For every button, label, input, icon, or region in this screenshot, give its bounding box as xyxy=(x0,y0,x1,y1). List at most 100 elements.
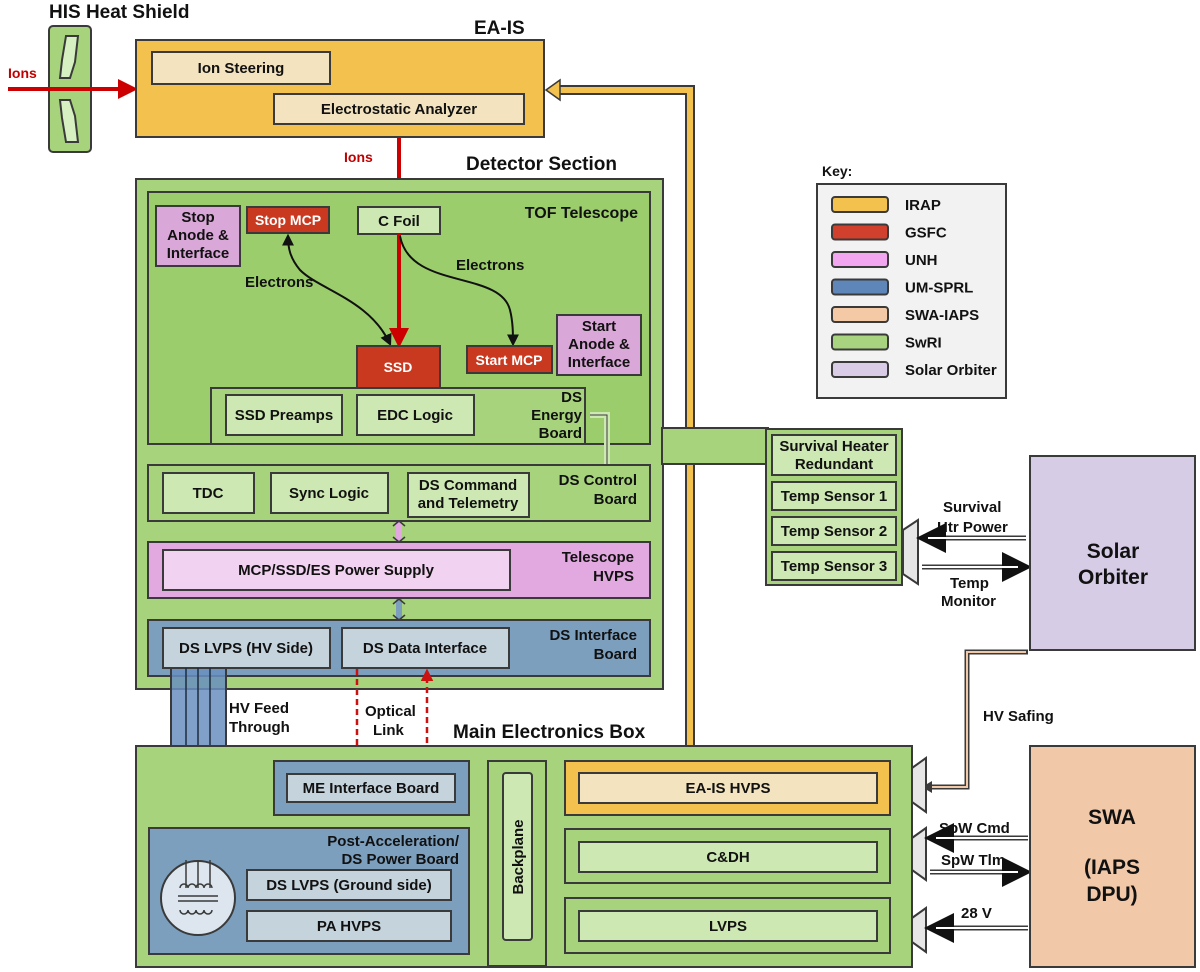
key-swatch-gsfc xyxy=(831,223,889,241)
survival-htr-power-line1: Survival xyxy=(943,499,1001,516)
backplane-label: Backplane xyxy=(510,819,527,894)
start-anode-line3: Interface xyxy=(568,354,631,371)
optical-link-line1: Optical xyxy=(365,703,416,720)
key-label-irap: IRAP xyxy=(905,197,941,214)
pa-hvps-box xyxy=(246,910,452,942)
solar-orbiter-box xyxy=(1029,455,1196,651)
survival-htr-power-line2: Htr Power xyxy=(937,519,1008,536)
start-anode-line1: Start xyxy=(582,318,616,335)
ds-control-board-line1: DS Control xyxy=(559,472,637,489)
ds-energy-board-line1: DS xyxy=(561,389,582,406)
ds-command-line2: and Telemetry xyxy=(418,495,519,512)
electrons-path-right xyxy=(399,235,519,347)
start-anode-line2: Anode & xyxy=(568,336,630,353)
telescope-hvps-line1: Telescope xyxy=(562,549,634,566)
ds-lvps-hv-label: DS LVPS (HV Side) xyxy=(179,640,313,657)
ions-label-down: Ions xyxy=(344,149,373,165)
stop-anode-line1: Stop xyxy=(181,209,214,226)
stop-mcp-box xyxy=(246,206,330,234)
power-supply-box xyxy=(162,549,511,591)
ds-lvps-ground-box xyxy=(246,869,452,901)
pa-hvps-label: PA HVPS xyxy=(317,918,381,935)
temp-sensor-2-label: Temp Sensor 2 xyxy=(781,523,887,540)
ds-lvps-ground-label: DS LVPS (Ground side) xyxy=(266,877,432,894)
swa-line2: (IAPS xyxy=(1084,856,1140,879)
me-interface-board-label: ME Interface Board xyxy=(303,780,440,797)
power-supply-label: MCP/SSD/ES Power Supply xyxy=(238,562,435,579)
survival-heater-box xyxy=(771,434,897,476)
ea-is-title: EA-IS xyxy=(474,18,525,39)
hv-feed-through-line1: HV Feed xyxy=(229,700,289,717)
ds-interface-board-line1: DS Interface xyxy=(549,627,637,644)
key-swatch-irap xyxy=(831,196,889,213)
tdc-label: TDC xyxy=(193,485,224,502)
survival-heater-line1: Survival Heater xyxy=(779,438,888,455)
key-swatch-swa-iaps xyxy=(831,306,889,323)
main-electronics-box-title: Main Electronics Box xyxy=(453,722,646,743)
ssd-preamps-label: SSD Preamps xyxy=(235,407,333,424)
ds-data-interface-box xyxy=(341,627,510,669)
electrons-label-left: Electrons xyxy=(245,274,313,291)
ssd-preamps-box xyxy=(225,394,343,436)
ds-command-box xyxy=(407,472,530,518)
sync-logic-box xyxy=(270,472,389,514)
telescope-hvps-line2: HVPS xyxy=(593,568,634,585)
key-label-swri: SwRI xyxy=(905,335,942,352)
electrons-path-left xyxy=(282,233,392,347)
survival-connector-plug xyxy=(902,518,919,586)
detector-to-survival-connector xyxy=(661,427,769,465)
key-swatch-solar-orbiter xyxy=(831,361,889,378)
ion-steering-label: Ion Steering xyxy=(198,60,285,77)
temp-monitor-line2: Monitor xyxy=(941,593,996,610)
ions-label-left: Ions xyxy=(8,65,37,81)
stop-anode-box xyxy=(155,205,241,267)
ds-interface-board-line2: Board xyxy=(594,646,637,663)
electrostatic-analyzer-label: Electrostatic Analyzer xyxy=(321,101,477,118)
survival-heater-line2: Redundant xyxy=(795,456,873,473)
swa-box xyxy=(1029,745,1196,968)
key-label-unh: UNH xyxy=(905,252,938,269)
hv-feed-through-line2: Through xyxy=(229,719,290,736)
key-swatch-unh xyxy=(831,251,889,268)
temp-sensor-1-box xyxy=(771,481,897,511)
optical-link-line2: Link xyxy=(373,722,404,739)
backplane-box xyxy=(502,772,533,941)
edc-logic-box xyxy=(356,394,475,436)
tdc-box xyxy=(162,472,255,514)
key-label-swa-iaps: SWA-IAPS xyxy=(905,307,979,324)
power-connector xyxy=(911,906,927,954)
detector-section-title: Detector Section xyxy=(466,154,617,175)
key-swatch-um-sprl xyxy=(831,278,889,296)
temp-sensor-1-label: Temp Sensor 1 xyxy=(781,488,887,505)
spw-cmd-label: SpW Cmd xyxy=(939,820,1010,837)
ds-lvps-hv-box xyxy=(162,627,331,669)
post-accel-line2: DS Power Board xyxy=(341,851,459,868)
key-label-solar-orbiter: Solar Orbiter xyxy=(905,362,997,379)
electrons-label-right: Electrons xyxy=(456,257,524,274)
transformer-coil-icon xyxy=(178,860,218,915)
edc-logic-label: EDC Logic xyxy=(377,407,453,424)
key-swatch-swri xyxy=(831,333,889,351)
ion-steering-box xyxy=(151,51,331,85)
swa-line3: DPU) xyxy=(1086,883,1137,906)
stop-anode-line3: Interface xyxy=(167,245,230,262)
hv-safing-label: HV Safing xyxy=(983,708,1054,725)
lvps-box xyxy=(578,910,878,942)
stop-mcp-label: Stop MCP xyxy=(255,212,321,228)
start-mcp-label: Start MCP xyxy=(476,352,543,368)
power-28v-label: 28 V xyxy=(961,905,992,922)
tof-telescope-label: TOF Telescope xyxy=(525,205,638,222)
c-foil-label: C Foil xyxy=(378,213,420,230)
ssd-box xyxy=(356,345,441,389)
key-label-um-sprl: UM-SPRL xyxy=(905,280,973,297)
lvps-label: LVPS xyxy=(709,918,747,935)
me-interface-board-box xyxy=(286,773,456,803)
hv-safing-fill xyxy=(920,651,1026,788)
cdh-label: C&DH xyxy=(706,849,749,866)
solar-orbiter-line2: Orbiter xyxy=(1078,566,1148,589)
ds-energy-board-line3: Board xyxy=(539,425,582,442)
cdh-box xyxy=(578,841,878,873)
key-title: Key: xyxy=(822,163,852,179)
